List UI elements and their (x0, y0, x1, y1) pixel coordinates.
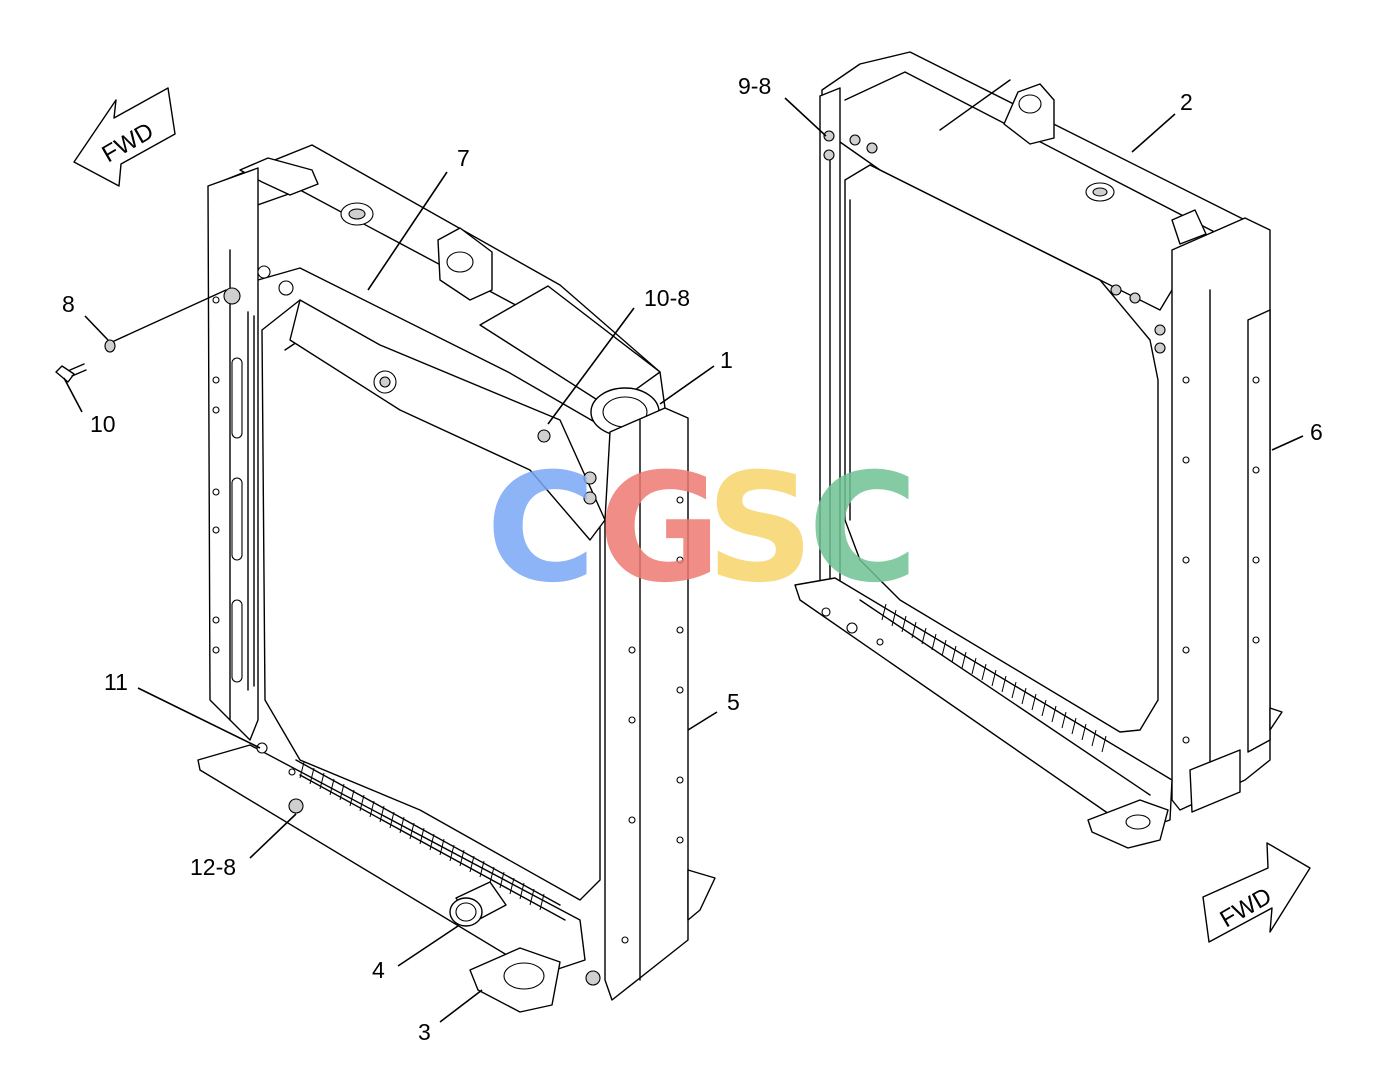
callout-5: 5 (727, 689, 740, 715)
watermark-letter-1: C (486, 442, 596, 616)
rear-bottom-fins (881, 603, 1107, 753)
leader-lines (63, 97, 1304, 1023)
bolt-and-washer (55, 289, 227, 383)
callout-12-8: 12-8 (190, 854, 236, 880)
radiator-front-assembly (197, 144, 716, 1013)
watermark-letter-2: G (598, 442, 721, 616)
callout-10: 10 (90, 411, 116, 437)
callout-3: 3 (418, 1019, 431, 1045)
callout-9-8: 9-8 (738, 73, 771, 99)
callout-4: 4 (372, 957, 385, 983)
radiator-rear-assembly (794, 51, 1283, 849)
callout-8: 8 (62, 291, 75, 317)
callout-2: 2 (1180, 89, 1193, 115)
watermark-letter-3: S (706, 442, 814, 616)
callout-1: 1 (720, 347, 733, 373)
fwd-arrow-right: FWD (1202, 842, 1311, 943)
callouts: 1 2 3 4 5 6 7 8 9-8 10 10-8 11 12-8 (62, 73, 1323, 1045)
watermark-letter-4: C (808, 442, 918, 616)
callout-10-8: 10-8 (644, 285, 690, 311)
fwd-arrow-left: FWD (73, 87, 176, 187)
callout-6: 6 (1310, 419, 1323, 445)
callout-11: 11 (104, 669, 128, 695)
watermark-logo: C G S C (486, 442, 918, 616)
bottom-fins (299, 761, 545, 911)
callout-7: 7 (457, 145, 470, 171)
